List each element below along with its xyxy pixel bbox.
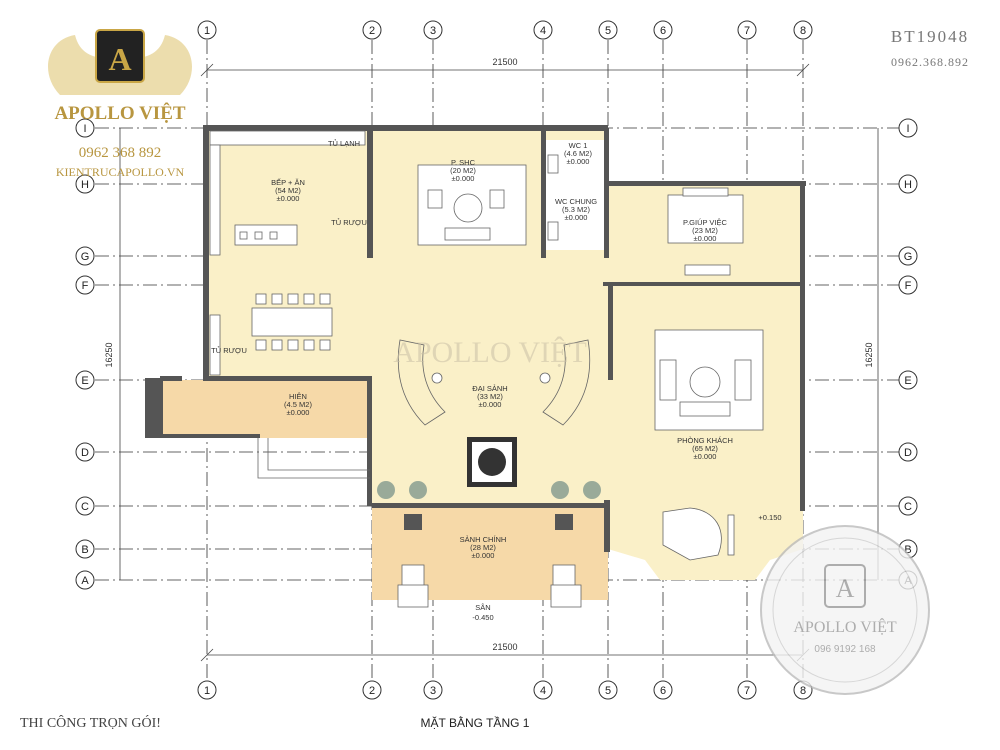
room-labels: BẾP + ĂN (54 M2) ±0.000 TỦ LẠNH TỦ RƯỢU … <box>211 139 781 622</box>
main-lobby-name: SẢNH CHÍNH <box>460 535 507 544</box>
brand-phone: 0962 368 892 <box>79 145 162 161</box>
kitchen-level: ±0.000 <box>277 194 300 203</box>
grid-row-labels-left: I H G F E D C B A <box>81 123 90 587</box>
wc-common-level: ±0.000 <box>565 213 588 222</box>
dimension-width-top: 21500 <box>492 57 517 67</box>
grid-col-label: 4 <box>540 685 546 697</box>
wc-common-name: WC CHUNG <box>555 197 597 206</box>
grid-col-label: 8 <box>800 685 806 697</box>
footer-slogan: THI CÔNG TRỌN GÓI! <box>20 714 161 731</box>
grid-col-label: 7 <box>744 685 750 697</box>
grid-col-label: 2 <box>369 685 375 697</box>
grid-row-label: E <box>81 375 88 387</box>
svg-text:APOLLO VIỆT: APOLLO VIỆT <box>793 617 896 636</box>
svg-text:A: A <box>836 574 855 603</box>
grid-row-label: H <box>81 179 89 191</box>
grid-row-label: B <box>81 544 88 556</box>
hall-name: ĐẠI SẢNH <box>472 384 507 393</box>
grid-row-label: F <box>82 280 89 292</box>
grid-col-labels-top: 1 2 3 4 5 6 7 8 <box>204 25 806 37</box>
main-lobby-level: ±0.000 <box>472 551 495 560</box>
project-code: BT19048 <box>891 27 969 46</box>
grid-row-label: H <box>904 179 912 191</box>
fridge-label: TỦ LẠNH <box>328 139 360 148</box>
yard-name: SÂN <box>475 603 490 612</box>
wc1-area: (4.6 M2) <box>564 149 592 158</box>
furniture <box>209 130 764 608</box>
drawing-title: MẶT BẰNG TẦNG 1 <box>421 715 530 730</box>
project-phone: 0962.368.892 <box>891 55 969 69</box>
grid-bubbles <box>75 20 918 700</box>
grid-col-label: 3 <box>430 685 436 697</box>
grid-row-label: I <box>83 123 86 135</box>
grid-col-label: 1 <box>204 25 210 37</box>
walls <box>145 125 806 552</box>
dimension-depth-right: 16250 <box>864 342 874 367</box>
wine-cabinet-label: TỦ RƯỢU <box>331 218 367 227</box>
grid-col-label: 2 <box>369 25 375 37</box>
grid-row-label: F <box>905 280 912 292</box>
grid-col-label: 4 <box>540 25 546 37</box>
grid-row-label: I <box>906 123 909 135</box>
living-room-area: (65 M2) <box>692 444 718 453</box>
grid-row-label: G <box>904 251 913 263</box>
helper-room-level: ±0.000 <box>694 234 717 243</box>
helper-room-area: (23 M2) <box>692 226 718 235</box>
yard-level: -0.450 <box>472 613 493 622</box>
grid-col-label: 5 <box>605 25 611 37</box>
dimension-width-bottom: 21500 <box>492 642 517 652</box>
grid-col-label: 1 <box>204 685 210 697</box>
porch-side-level: ±0.000 <box>287 408 310 417</box>
shc-level: ±0.000 <box>452 174 475 183</box>
grid-row-label: A <box>81 575 89 587</box>
brand-logo: A <box>48 29 192 95</box>
svg-text:A: A <box>108 41 131 77</box>
kitchen-name: BẾP + ĂN <box>271 177 305 187</box>
shc-name: P. SHC <box>451 158 476 167</box>
grid-row-label: C <box>904 501 912 513</box>
svg-text:096 9192 168: 096 9192 168 <box>814 644 876 655</box>
wc-common-area: (5.3 M2) <box>562 205 590 214</box>
grid-col-label: 5 <box>605 685 611 697</box>
wine-cabinet-label: TỦ RƯỢU <box>211 346 247 355</box>
grid-row-label: C <box>81 501 89 513</box>
grid-row-label: D <box>81 447 89 459</box>
living-room-name: PHÒNG KHÁCH <box>677 436 733 445</box>
shc-area: (20 M2) <box>450 166 476 175</box>
grid-row-label: G <box>81 251 90 263</box>
porch-side-name: HIÊN <box>289 392 307 401</box>
dimension-depth-left: 16250 <box>104 342 114 367</box>
grid-row-label: E <box>904 375 911 387</box>
step-level: +0.150 <box>758 513 781 522</box>
kitchen-area: (54 M2) <box>275 186 301 195</box>
brand-website: KIENTRUCAPOLLO.VN <box>56 165 185 179</box>
living-room-level: ±0.000 <box>694 452 717 461</box>
wc1-name: WC 1 <box>569 141 588 150</box>
grid-row-label: B <box>904 544 911 556</box>
hall-area: (33 M2) <box>477 392 503 401</box>
grid-col-label: 3 <box>430 25 436 37</box>
hall-level: ±0.000 <box>479 400 502 409</box>
grid-col-label: 6 <box>660 25 666 37</box>
grid-row-label: D <box>904 447 912 459</box>
wc1-level: ±0.000 <box>567 157 590 166</box>
grid-col-label: 8 <box>800 25 806 37</box>
grid-col-label: 7 <box>744 25 750 37</box>
seal-stamp: A APOLLO VIỆT 096 9192 168 <box>760 525 930 695</box>
dimension-lines <box>119 63 879 662</box>
brand-name: APOLLO VIỆT <box>54 102 185 124</box>
grid-col-label: 6 <box>660 685 666 697</box>
main-lobby-area: (28 M2) <box>470 543 496 552</box>
watermark: APOLLO VIỆT <box>393 336 587 369</box>
porch-side-area: (4.5 M2) <box>284 400 312 409</box>
helper-room-name: P.GIÚP VIỆC <box>683 218 727 227</box>
grid-col-labels-bottom: 1 2 3 4 5 6 7 8 <box>204 685 806 697</box>
